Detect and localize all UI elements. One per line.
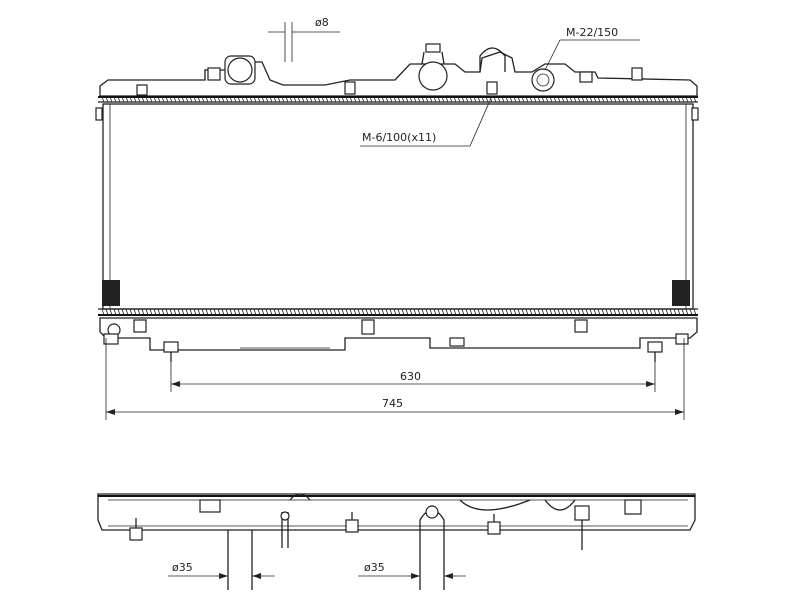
bottom-bracket-6 [449, 337, 465, 347]
top-header-tank [99, 51, 698, 97]
filler-cap [418, 43, 448, 91]
bottom-view-fitting-6 [199, 499, 221, 513]
top-bracket-6 [579, 71, 593, 83]
bottom-view-fitting-1 [129, 518, 143, 541]
mount-bolts-label: M-6/100(x11) [362, 131, 436, 144]
mount-bolts-callout: M-6/100(x11) [360, 95, 493, 147]
dimension-overall-width: 745 [105, 338, 685, 420]
mounting-pin-left [163, 341, 179, 362]
top-bracket-2 [136, 84, 148, 96]
bottom-seam [98, 308, 698, 316]
bottom-view-fitting-2 [345, 512, 359, 533]
bottom-bracket-2 [133, 319, 147, 333]
drain-plug-stub [531, 68, 555, 92]
filler-neck-left [224, 55, 256, 85]
side-bracket-right [672, 107, 699, 306]
radiator-bottom-view: ø35 ø35 [97, 493, 696, 590]
overall-width-label: 745 [382, 397, 403, 410]
side-bracket-left [95, 107, 120, 306]
bottom-view-pin-head [280, 511, 290, 521]
top-bracket-1 [207, 67, 221, 81]
bottom-header-tank [99, 317, 698, 351]
bottom-view-hump-2 [459, 499, 531, 511]
bottom-view-fitting-5 [624, 499, 642, 515]
top-seam [98, 96, 698, 103]
radiator-front-view [95, 43, 699, 362]
mounting-pin-right [647, 341, 663, 362]
bottom-bracket-1 [103, 323, 121, 345]
bottom-view-fitting-3 [487, 514, 501, 535]
top-bracket-4 [486, 81, 498, 95]
bottom-view-hump-3 [544, 499, 576, 511]
pipe-diameter-label: ø8 [315, 16, 329, 29]
drain-plug-callout: M-22/150 [544, 26, 640, 71]
inlet-pipe-left [227, 530, 253, 590]
pipe-diameter-callout: ø8 [268, 16, 340, 62]
inlet-diameter-left-label: ø35 [172, 561, 193, 574]
inner-span-label: 630 [400, 370, 421, 383]
dimension-inner-span: 630 [170, 362, 656, 392]
inlet-diameter-left-callout: ø35 [168, 561, 275, 579]
bottom-view-fitting-4 [574, 505, 590, 550]
inlet-diameter-right-label: ø35 [364, 561, 385, 574]
bottom-bracket-3 [361, 319, 375, 335]
bottom-view-hump-1 [289, 493, 311, 501]
top-bracket-5 [631, 67, 643, 81]
inlet-diameter-right-callout: ø35 [358, 561, 466, 579]
drain-plug-label: M-22/150 [566, 26, 618, 39]
bottom-bracket-5 [675, 333, 689, 345]
inlet-stub [479, 47, 506, 72]
bottom-bracket-4 [574, 319, 588, 333]
inlet-pipe-right [419, 505, 445, 590]
top-bracket-3 [344, 81, 356, 95]
bottom-view-outline [97, 493, 696, 531]
